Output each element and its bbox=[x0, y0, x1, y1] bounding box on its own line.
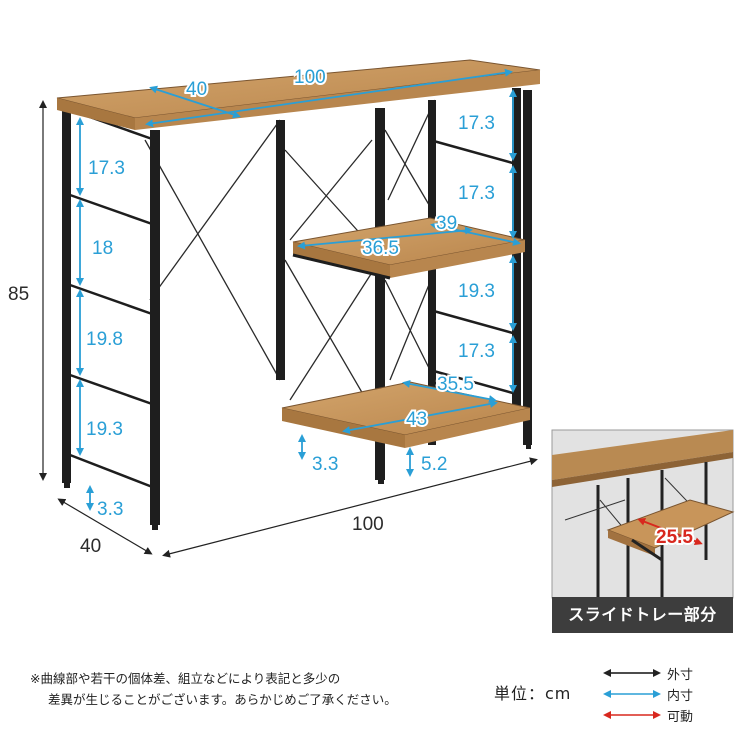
right-gap-4: 17.3 bbox=[458, 341, 495, 362]
height-label: 85 bbox=[8, 284, 29, 305]
inset-travel-label: 25.5 bbox=[656, 527, 693, 548]
unit-label: 単位：cm bbox=[494, 684, 572, 703]
left-clearance: 3.3 bbox=[97, 499, 123, 520]
lower-shelf-depth: 35.5 bbox=[437, 374, 474, 395]
bottom-depth-label: 40 bbox=[80, 536, 101, 557]
right-gap-3: 19.3 bbox=[458, 281, 495, 302]
lower-shelf-width: 43 bbox=[406, 409, 427, 430]
left-gap-3: 19.8 bbox=[86, 329, 123, 350]
right-gap-2: 17.3 bbox=[458, 183, 495, 204]
legend-movable-label: 可動 bbox=[667, 710, 694, 725]
lower-shelf-thickness: 5.2 bbox=[421, 454, 447, 475]
left-gap-2: 18 bbox=[92, 238, 113, 259]
legend-inner: 内寸 bbox=[604, 685, 734, 704]
left-gap-1: 17.3 bbox=[88, 158, 125, 179]
slide-tray-inset: 25.5 bbox=[551, 429, 735, 599]
top-depth-label: 40 bbox=[186, 79, 207, 100]
slide-tray-width: 39 bbox=[436, 213, 457, 234]
legend-arrows bbox=[603, 669, 661, 719]
lower-clearance-left: 3.3 bbox=[312, 454, 338, 475]
slide-tray-inner-width: 36.5 bbox=[362, 238, 399, 259]
note-line-1: ※曲線部や若干の個体差、組立などにより表記と多少の bbox=[30, 671, 341, 686]
note-line-2: 差異が生じることがございます。あらかじめご了承ください。 bbox=[48, 692, 397, 707]
top-width-label: 100 bbox=[294, 67, 326, 88]
disclaimer-note: ※曲線部や若干の個体差、組立などにより表記と多少の 差異が生じることがございます… bbox=[30, 668, 480, 710]
bottom-width-label: 100 bbox=[352, 514, 384, 535]
right-gap-1: 17.3 bbox=[458, 113, 495, 134]
legend-outer: 外寸 bbox=[604, 664, 734, 683]
cross-braces bbox=[144, 99, 436, 421]
legend-movable: 可動 bbox=[604, 706, 734, 725]
legend-outer-label: 外寸 bbox=[667, 668, 694, 683]
inner-dimension-labels: 100 40 17.3 18 19.8 19.3 3.3 17.3 17.3 1… bbox=[84, 65, 497, 522]
legend-inner-label: 内寸 bbox=[667, 689, 694, 704]
left-gap-4: 19.3 bbox=[86, 419, 123, 440]
inset-caption: スライドトレー部分 bbox=[552, 597, 733, 633]
inner-dimensions bbox=[76, 68, 521, 511]
outer-dimensions: 85 40 100 bbox=[8, 100, 538, 558]
